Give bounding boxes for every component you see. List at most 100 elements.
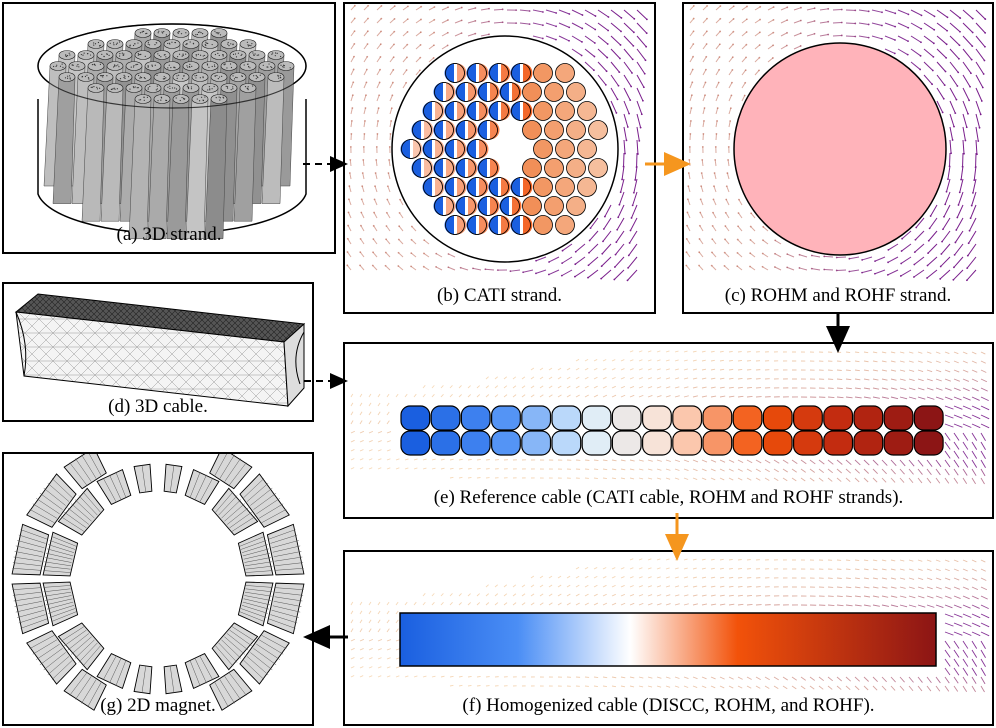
coil-block — [133, 463, 153, 494]
filament — [499, 82, 522, 102]
cable-strand — [400, 430, 431, 456]
filament — [477, 196, 500, 216]
coil-block — [26, 473, 77, 528]
filaments — [400, 63, 608, 235]
caption-c: (c) ROHM and ROHF strand. — [724, 285, 952, 306]
cable-strand — [793, 430, 823, 456]
cable-strand — [883, 430, 914, 456]
coil-block — [96, 653, 132, 689]
cable-strand — [400, 405, 431, 431]
coil-block — [266, 523, 305, 576]
cable-strand — [762, 405, 793, 431]
cable-strand — [883, 405, 914, 431]
coil-block — [237, 531, 274, 577]
caption-e: (e) Reference cable (CATI cable, ROHM an… — [433, 487, 904, 508]
filament — [488, 63, 511, 83]
filament — [533, 177, 553, 197]
coil-block — [42, 581, 79, 627]
cable-strand — [581, 405, 612, 431]
cable-strand — [430, 430, 461, 456]
coil-block — [96, 469, 132, 505]
cable-strand — [762, 430, 793, 456]
filament — [555, 101, 575, 121]
strand-fiber — [52, 72, 76, 204]
filament — [588, 120, 608, 140]
filament — [566, 196, 586, 216]
coil-block — [184, 653, 220, 689]
strand-fiber — [261, 72, 285, 204]
filament — [544, 196, 564, 216]
coil-block — [63, 454, 107, 490]
panel-cati-strand: (b) CATI strand. — [343, 2, 656, 314]
cable-strand — [551, 430, 582, 456]
cable-strand — [642, 405, 672, 431]
coil-block — [237, 581, 274, 627]
coil-block — [163, 664, 183, 695]
filament — [444, 215, 467, 235]
filament — [555, 63, 575, 83]
cable-strand — [642, 430, 672, 456]
filament — [510, 215, 533, 235]
filament — [444, 63, 467, 83]
filament — [533, 215, 553, 235]
strand-fiber — [81, 83, 105, 222]
cable-strand — [702, 430, 733, 456]
strand-fiber — [147, 94, 171, 240]
filament — [444, 177, 467, 197]
strand-3d-illustration — [37, 23, 307, 240]
field-vectors — [685, 4, 987, 282]
filament — [411, 158, 434, 178]
field-vectors — [346, 4, 648, 282]
filament — [455, 158, 478, 178]
filament — [455, 120, 478, 140]
cable-strand — [913, 405, 944, 431]
cable-strand — [672, 430, 703, 456]
cable-strands — [400, 405, 944, 456]
cable-strand — [672, 405, 703, 431]
filament — [533, 101, 553, 121]
panel-homogenized-strand: (c) ROHM and ROHF strand. — [682, 2, 994, 314]
filament — [455, 82, 478, 102]
filament — [477, 120, 500, 140]
coil-block — [133, 664, 153, 695]
panel-reference-cable: (e) Reference cable (CATI cable, ROHM an… — [343, 342, 994, 519]
cable-strand — [611, 430, 642, 456]
strand-fiber — [204, 94, 228, 240]
filament — [422, 139, 445, 159]
panel-homogenized-cable: (f) Homogenized cable (DISCC, ROHM, and … — [343, 550, 994, 726]
homogenized-cable — [399, 612, 937, 667]
coil-block — [184, 469, 220, 505]
filament — [433, 120, 456, 140]
panel-2d-magnet: (g) 2D magnet. — [2, 452, 314, 726]
filament — [466, 177, 489, 197]
reference-cable-illustration — [350, 350, 990, 485]
strand-fiber — [166, 94, 190, 240]
homogenized-cable-illustration — [350, 558, 990, 693]
filament — [566, 82, 586, 102]
filament — [477, 158, 500, 178]
homogenized-strand — [733, 42, 947, 256]
strand-fiber — [233, 83, 257, 222]
coil-block — [209, 454, 253, 490]
filament — [510, 177, 533, 197]
filament — [455, 196, 478, 216]
filament — [400, 139, 423, 159]
cable-3d-illustration — [14, 293, 306, 408]
filament — [466, 139, 489, 159]
filament — [555, 139, 575, 159]
coil-block — [42, 531, 79, 577]
coil-block — [211, 622, 259, 671]
coil-block — [266, 582, 305, 635]
filament — [488, 177, 511, 197]
caption-d: (d) 3D cable. — [108, 396, 208, 417]
filament — [477, 82, 500, 102]
filament — [510, 63, 533, 83]
magnet-2d-illustration — [11, 454, 305, 711]
caption-f: (f) Homogenized cable (DISCC, ROHM, and … — [462, 695, 875, 716]
filament — [544, 120, 564, 140]
cable-strand — [611, 405, 642, 431]
cable-strand — [491, 405, 521, 431]
coil-block — [63, 668, 107, 711]
coil-block — [11, 582, 50, 635]
cable-strand — [853, 430, 884, 456]
